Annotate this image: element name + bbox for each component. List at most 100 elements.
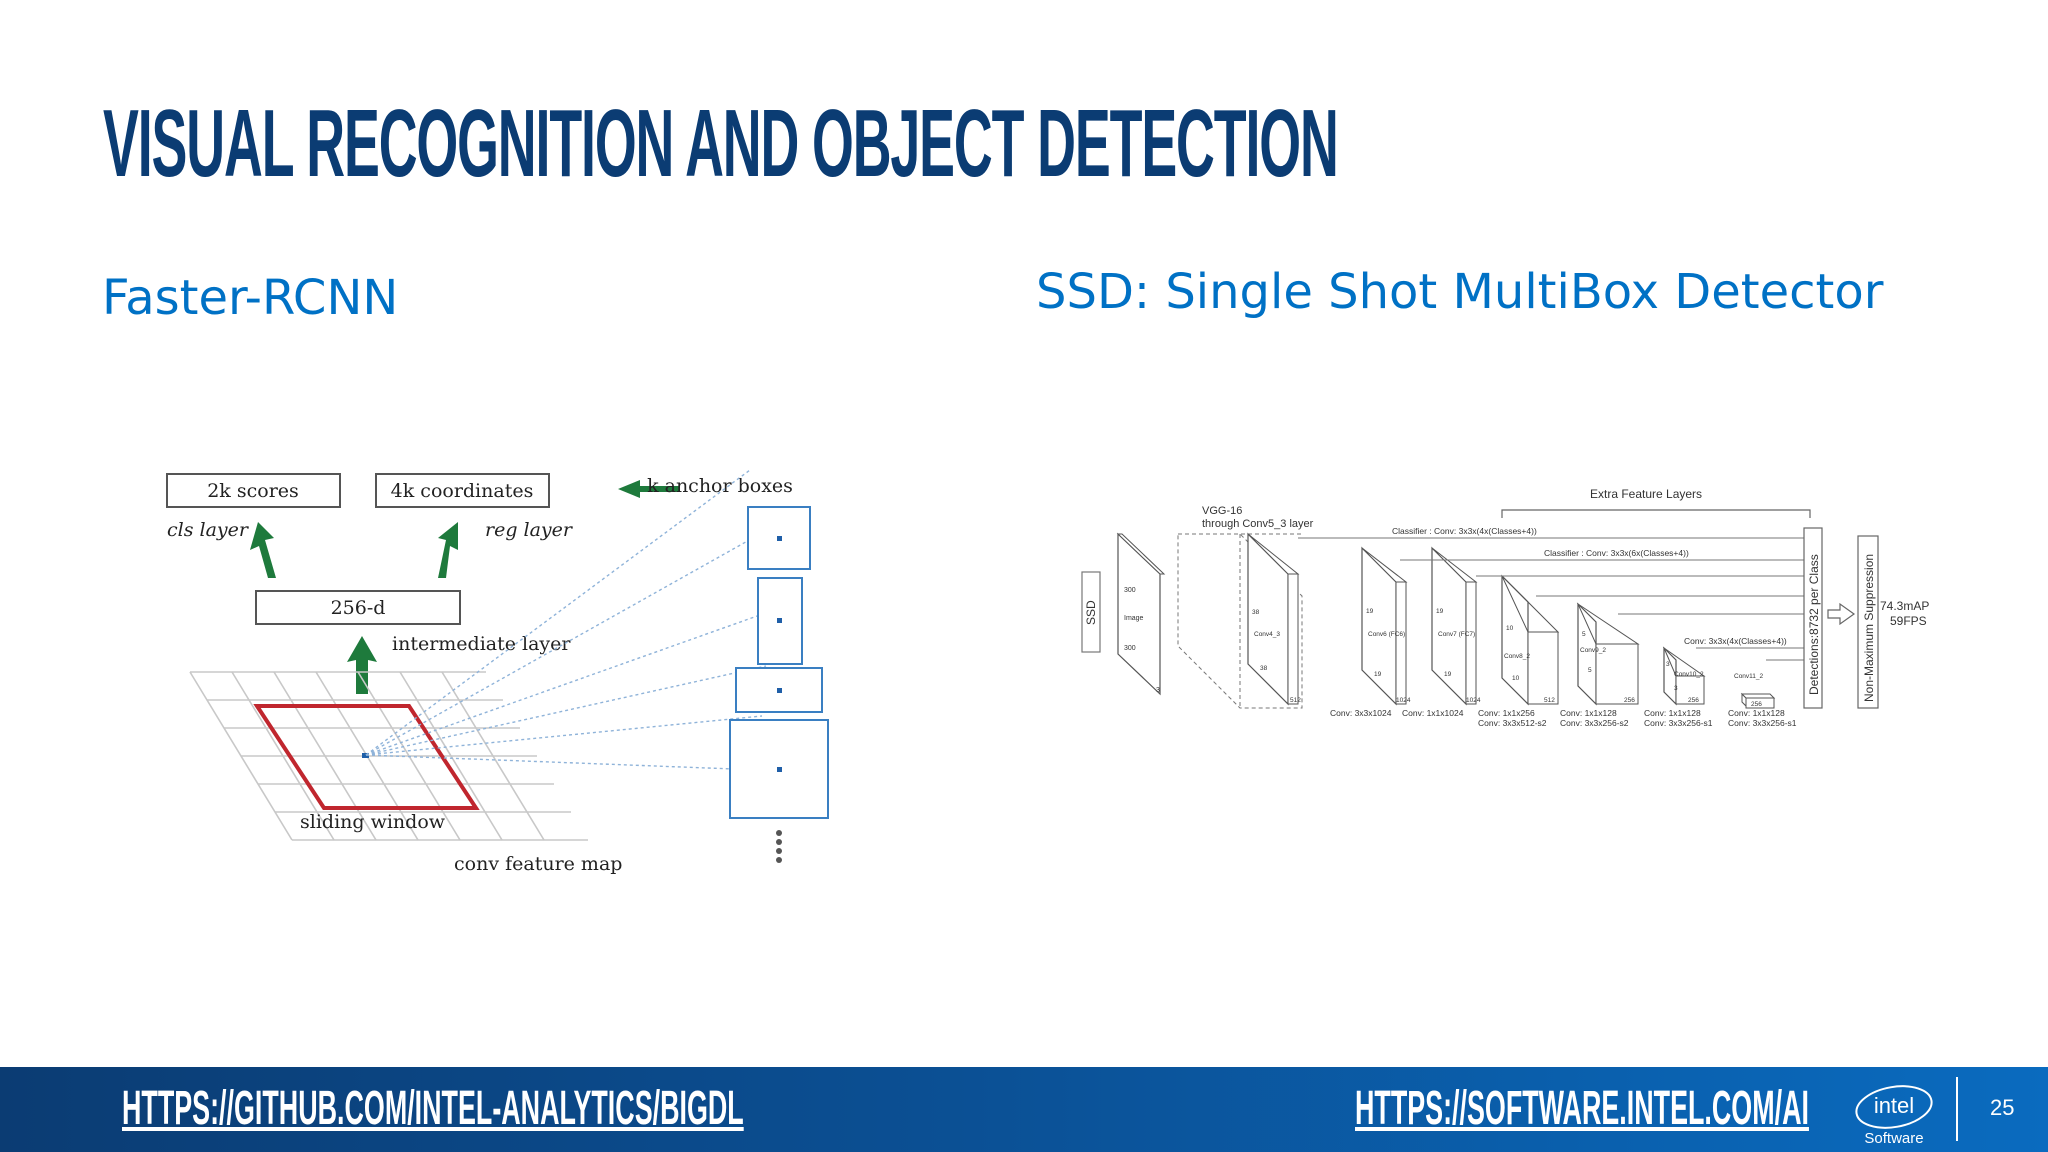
conv10-layer: [1662, 646, 1706, 706]
scores-label: 2k scores: [207, 480, 299, 502]
op-label-6a: Conv: 1x1x128: [1728, 708, 1785, 718]
slide-title: VISUAL RECOGNITION AND OBJECT DETECTION: [103, 90, 1339, 197]
cls-layer-label: cls layer: [167, 519, 250, 541]
sliding-window-label: sliding window: [300, 811, 446, 833]
coordinates-box: [375, 473, 550, 508]
conv10-label: Conv10_2: [1674, 671, 1704, 678]
detections-box: [1803, 527, 1823, 709]
conv10-dim: 3: [1666, 661, 1670, 668]
nms-label: Non-Maximum Suppression: [1862, 554, 1876, 702]
classifier-label-1: Classifier : Conv: 3x3x(4x(Classes+4)): [1392, 526, 1537, 536]
conv7-depth: 1024: [1466, 697, 1481, 704]
op-label-6b: Conv: 3x3x256-s1: [1728, 718, 1797, 728]
anchor-arrow-icon: [618, 480, 680, 498]
conv4-dim-b: 38: [1260, 665, 1268, 672]
vgg-label-line1: VGG-16: [1202, 505, 1242, 517]
detections-label: Detections:8732 per Class: [1807, 554, 1821, 695]
window-center-point: [362, 753, 369, 758]
conv6-dim: 19: [1366, 608, 1374, 615]
ssd-diagram: Extra Feature Layers VGG-16 through Conv…: [1081, 487, 1929, 728]
conv8-layer: [1501, 574, 1560, 706]
conv9-layer: [1576, 602, 1640, 706]
faster-rcnn-heading: Faster-RCNN: [102, 270, 399, 326]
feature-label: 256-d: [331, 597, 386, 619]
sliding-window-box: [253, 704, 480, 810]
coordinates-label: 4k coordinates: [391, 480, 534, 502]
cls-arrow-icon: [250, 522, 276, 578]
image-dim-top: 300: [1124, 587, 1136, 594]
op-label-2: Conv: 1x1x1024: [1402, 708, 1464, 718]
conv4-label: Conv4_3: [1254, 631, 1280, 638]
page-number: 25: [1990, 1095, 2015, 1120]
conv8-dim: 10: [1506, 625, 1514, 632]
input-image-slab: [1117, 532, 1161, 696]
conv7-label: Conv7 (FC7): [1438, 631, 1475, 638]
conv6-dim-b: 19: [1374, 671, 1382, 678]
projection-lines: [365, 469, 767, 771]
fps-result-label: 59FPS: [1890, 614, 1927, 628]
conv10-dim-b: 3: [1674, 685, 1678, 692]
image-label: Image: [1124, 615, 1144, 622]
conv11-layer: [1740, 692, 1776, 709]
conv7-dim: 19: [1436, 608, 1444, 615]
conv11-label: Conv11_2: [1734, 673, 1764, 680]
classifier-lines: [1298, 537, 1808, 661]
footer-bar: HTTPS://GITHUB.COM/INTEL-ANALYTICS/BIGDL…: [0, 1067, 2048, 1152]
ssd-tag-label: SSD: [1084, 600, 1098, 625]
op-label-1: Conv: 3x3x1024: [1330, 708, 1392, 718]
feature-box: [255, 590, 461, 625]
ssd-heading: SSD: Single Shot MultiBox Detector: [1036, 264, 1884, 320]
extra-layers-label: Extra Feature Layers: [1590, 487, 1702, 501]
conv8-dim-b: 10: [1512, 675, 1520, 682]
conv6-label: Conv6 (FC6): [1368, 631, 1405, 638]
vgg-label-line2: through Conv5_3 layer: [1202, 518, 1314, 530]
classifier-label-2: Classifier : Conv: 3x3x(6x(Classes+4)): [1544, 548, 1689, 558]
intel-ai-link[interactable]: HTTPS://SOFTWARE.INTEL.COM/AI: [1355, 1082, 1809, 1135]
conv6-depth: 1024: [1396, 697, 1411, 704]
op-label-4b: Conv: 3x3x256-s2: [1560, 718, 1629, 728]
more-anchors-icon: [776, 830, 782, 863]
bigdl-github-link[interactable]: HTTPS://GITHUB.COM/INTEL-ANALYTICS/BIGDL: [122, 1082, 744, 1135]
conv8-depth: 512: [1544, 697, 1555, 704]
anchor-centers: [777, 536, 782, 772]
scores-box: [166, 473, 341, 508]
intel-software-logo: intel Software: [1855, 1085, 1933, 1147]
anchor-boxes-label: k anchor boxes: [647, 475, 793, 497]
reg-layer-label: reg layer: [485, 519, 574, 541]
nms-arrow-icon: [1827, 602, 1856, 626]
vgg-block: [1177, 533, 1303, 709]
conv10-depth: 256: [1688, 697, 1699, 704]
ssd-tag-box: [1081, 571, 1101, 653]
conv6-layer: [1361, 546, 1408, 706]
feature-map-label: conv feature map: [454, 853, 622, 875]
conv4-dim: 38: [1252, 609, 1260, 616]
conv4-layer: [1247, 532, 1300, 706]
op-label-3a: Conv: 1x1x256: [1478, 708, 1535, 718]
conv9-dim-b: 5: [1588, 667, 1592, 674]
extra-layers-brace: [1501, 509, 1811, 518]
image-depth: 3: [1156, 687, 1160, 694]
faster-rcnn-diagram: 2k scores 4k coordinates cls layer reg l…: [166, 469, 829, 875]
footer-divider: [1956, 1077, 1958, 1141]
conv7-dim-b: 19: [1444, 671, 1452, 678]
intermediate-arrow-icon: [347, 636, 377, 694]
op-label-3b: Conv: 3x3x512-s2: [1478, 718, 1547, 728]
conv9-depth: 256: [1624, 697, 1635, 704]
conv8-label: Conv8_2: [1504, 653, 1530, 660]
conv11-depth: 256: [1751, 701, 1762, 708]
conv9-label: Conv9_2: [1580, 647, 1606, 654]
nms-box: [1857, 535, 1879, 709]
intel-logo-wordmark: intel: [1874, 1093, 1914, 1118]
op-label-5a: Conv: 1x1x128: [1644, 708, 1701, 718]
classifier-label-3: Conv: 3x3x(4x(Classes+4)): [1684, 636, 1787, 646]
conv7-layer: [1431, 546, 1478, 706]
input-image-side: [1116, 533, 1166, 575]
image-dim-bottom: 300: [1124, 645, 1136, 652]
conv4-depth: 512: [1290, 697, 1301, 704]
intel-logo-subtext: Software: [1864, 1130, 1923, 1147]
op-label-4a: Conv: 1x1x128: [1560, 708, 1617, 718]
conv9-dim: 5: [1582, 631, 1586, 638]
op-label-5b: Conv: 3x3x256-s1: [1644, 718, 1713, 728]
intermediate-layer-label: intermediate layer: [392, 633, 571, 655]
map-result-label: 74.3mAP: [1880, 599, 1929, 613]
